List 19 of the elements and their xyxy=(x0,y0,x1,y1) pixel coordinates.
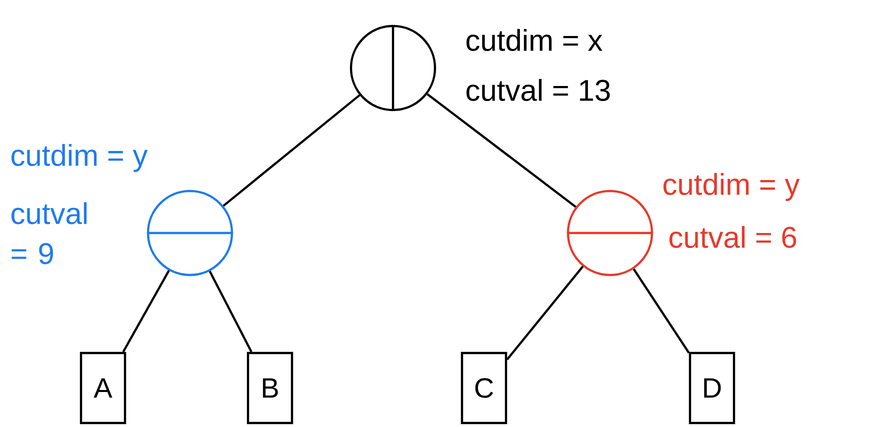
leaf-box: D xyxy=(688,352,736,424)
connector-line xyxy=(222,94,360,207)
leaf-box: C xyxy=(460,352,508,424)
connector-line xyxy=(122,270,170,352)
node-caption: cutval = 13 xyxy=(466,78,610,101)
node-caption: cutval = 9 xyxy=(11,202,87,264)
node-caption: cutdim = y xyxy=(11,144,148,172)
node-caption: cutdim = x xyxy=(466,28,602,51)
node-caption: cutval = 6 xyxy=(669,226,796,248)
connector-line xyxy=(426,93,576,208)
split-circle xyxy=(146,190,234,276)
leaf-box: B xyxy=(246,352,294,424)
node-caption: cutdim = y xyxy=(663,173,800,201)
leaf-box: A xyxy=(80,352,126,424)
connector-line xyxy=(506,266,584,360)
split-circle xyxy=(350,24,436,112)
split-circle xyxy=(566,190,654,276)
connector-line xyxy=(208,270,252,352)
connector-line xyxy=(632,268,690,354)
